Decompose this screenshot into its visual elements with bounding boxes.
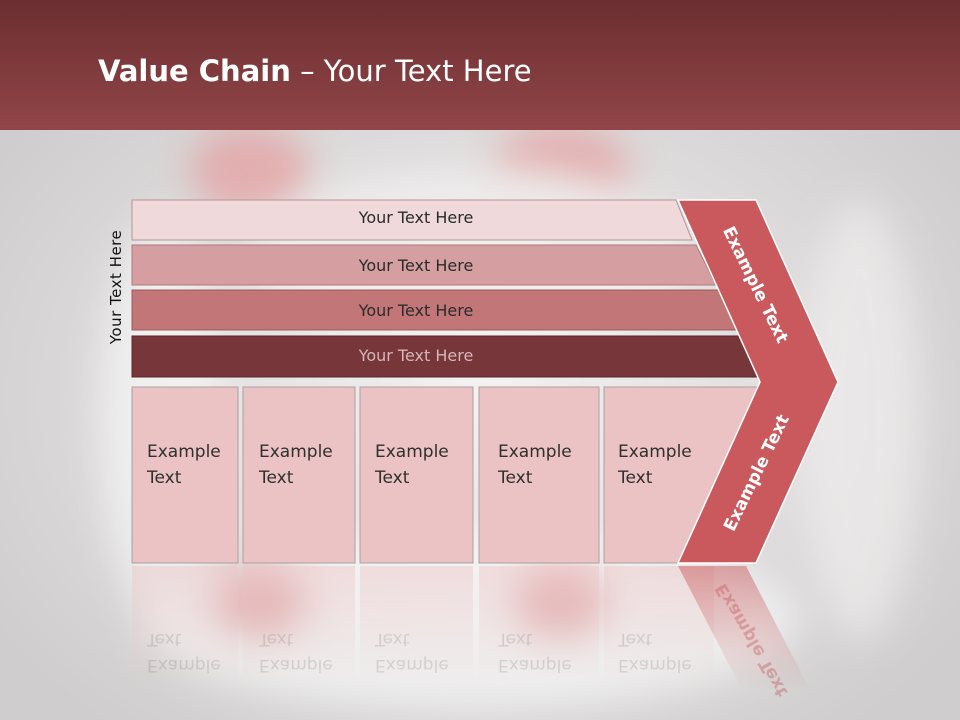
side-label: Your Text Here (107, 229, 125, 345)
column-label-line: Text (259, 468, 294, 488)
column-label-line: Example (147, 442, 221, 462)
column-reflection (243, 566, 355, 686)
page-title: Value Chain – Your Text Here (98, 54, 532, 88)
row-label-2: Your Text Here (358, 256, 474, 275)
column-label-line: Text (498, 468, 533, 488)
row-label-4: Your Text Here (358, 346, 474, 365)
column-label-line: Example (498, 442, 572, 462)
row-label-1: Your Text Here (358, 208, 474, 227)
column-label-line: Text (147, 468, 182, 488)
column-label-line: Example (259, 442, 333, 462)
column-reflection (479, 566, 599, 686)
column-label-line: Example (618, 442, 692, 462)
column-box-2 (242, 386, 356, 564)
column-box-1 (131, 386, 239, 564)
header-band (0, 0, 960, 130)
chevron-reflection (678, 566, 810, 690)
column-label-line: Text (618, 468, 653, 488)
column-box-3 (359, 386, 474, 564)
chevron-arrow (676, 199, 839, 564)
title-rest: – Your Text Here (290, 54, 532, 88)
column-label-line: Text (375, 468, 410, 488)
row-bar-1 (131, 199, 693, 241)
row-label-3: Your Text Here (358, 301, 474, 320)
column-label-line: Example (375, 442, 449, 462)
column-reflection (360, 566, 473, 686)
title-bold: Value Chain (98, 54, 291, 88)
column-reflection (132, 566, 238, 686)
column-box-4 (478, 386, 600, 564)
